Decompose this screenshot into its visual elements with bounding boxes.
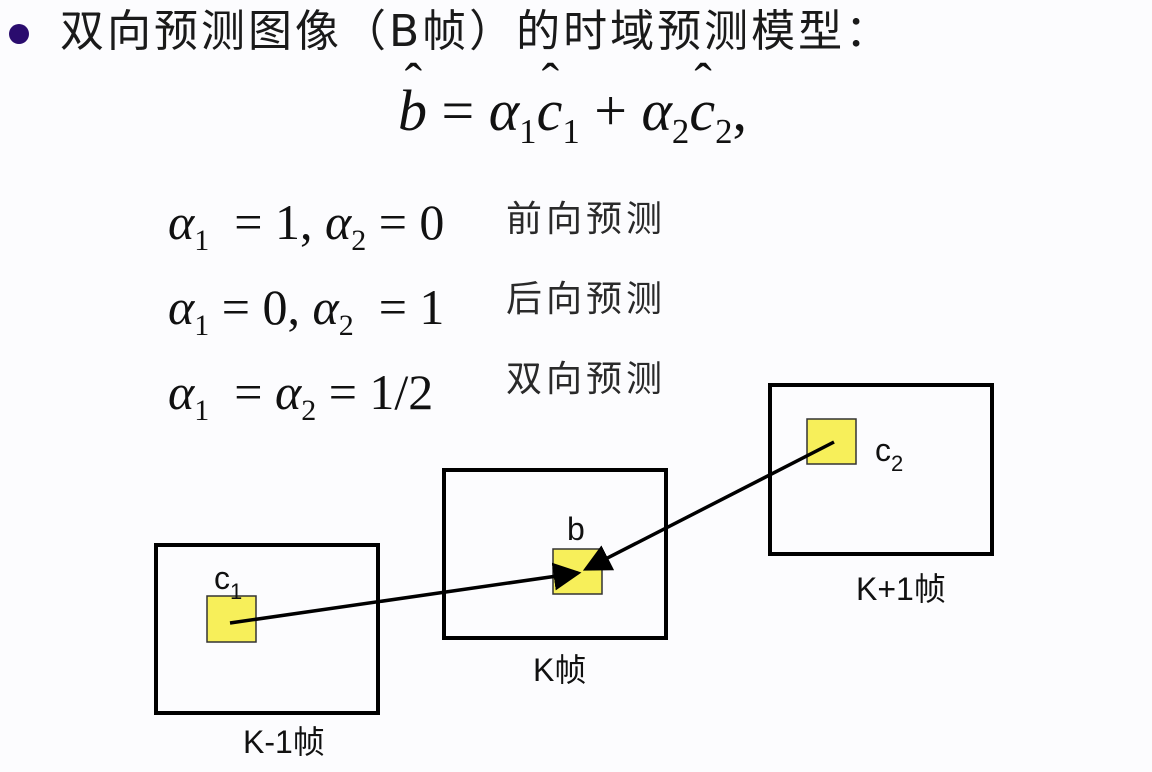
formula-alpha1-sub: 1 xyxy=(519,112,537,152)
alpha-2: α xyxy=(274,364,302,420)
block-c1-label: c1 xyxy=(214,560,242,604)
block-c2-letter: c xyxy=(875,432,891,468)
main-formula: b = α1c1 + α2c2, xyxy=(398,76,747,154)
block-b-letter: b xyxy=(567,511,585,547)
case-label-bidirectional: 双向预测 xyxy=(506,359,667,400)
case-label-backward: 后向预测 xyxy=(506,279,667,320)
formula-c2-sub: 2 xyxy=(715,112,733,152)
formula-c1: c xyxy=(537,76,563,146)
bullet-icon xyxy=(9,24,29,44)
case-bidirectional: α1 = α2 = 1/2 xyxy=(168,362,433,430)
alpha-1-sub: 1 xyxy=(194,309,210,343)
case-expr: = 0, xyxy=(209,279,313,335)
frame-label-k-plus-1: K+1帧 xyxy=(856,571,946,607)
case-label-forward: 前向预测 xyxy=(506,199,667,240)
alpha-2-sub: 2 xyxy=(338,309,354,343)
block-b-label: b xyxy=(567,511,585,547)
case-expr: = xyxy=(209,364,275,420)
frame-label-k-minus-1: K-1帧 xyxy=(243,724,325,760)
alpha-2-sub: 2 xyxy=(301,394,317,428)
formula-lhs: b xyxy=(398,76,427,146)
slide-heading: 双向预测图像（B帧）的时域预测模型： xyxy=(60,6,893,57)
formula-c2: c xyxy=(689,76,715,146)
formula-comma: , xyxy=(732,78,747,143)
alpha-1-sub: 1 xyxy=(194,224,210,258)
alpha-1-sub: 1 xyxy=(194,394,210,428)
alpha-2-sub: 2 xyxy=(351,224,367,258)
block-c2-label: c2 xyxy=(875,432,903,476)
block-c2-sub: 2 xyxy=(891,451,904,476)
formula-alpha1: α xyxy=(488,78,520,143)
formula-alpha2-sub: 2 xyxy=(671,112,690,152)
alpha-1: α xyxy=(168,194,195,250)
case-expr: = 1, xyxy=(209,194,325,250)
frame-k-minus-1 xyxy=(154,543,380,715)
alpha-2: α xyxy=(312,279,339,335)
block-c1-sub: 1 xyxy=(230,579,243,604)
forward-motion-arrow xyxy=(229,562,582,625)
case-forward: α1 = 1, α2 = 0 xyxy=(168,192,444,260)
case-expr2: = 0 xyxy=(366,194,445,250)
alpha-2: α xyxy=(324,194,352,250)
case-backward: α1 = 0, α2 = 1 xyxy=(168,277,444,345)
formula-c1-sub: 1 xyxy=(562,112,580,152)
block-c1-letter: c xyxy=(214,560,230,596)
frame-k xyxy=(442,468,668,640)
formula-equals: = xyxy=(441,78,475,143)
formula-alpha2: α xyxy=(641,78,672,143)
frame-k-plus-1 xyxy=(768,383,994,556)
alpha-1: α xyxy=(168,364,195,420)
formula-plus: + xyxy=(594,78,627,143)
backward-motion-arrow xyxy=(582,440,835,571)
frame-label-k: K帧 xyxy=(533,652,587,688)
alpha-1: α xyxy=(168,279,195,335)
case-expr2: = 1 xyxy=(353,279,445,335)
case-expr2: = 1/2 xyxy=(316,364,434,420)
